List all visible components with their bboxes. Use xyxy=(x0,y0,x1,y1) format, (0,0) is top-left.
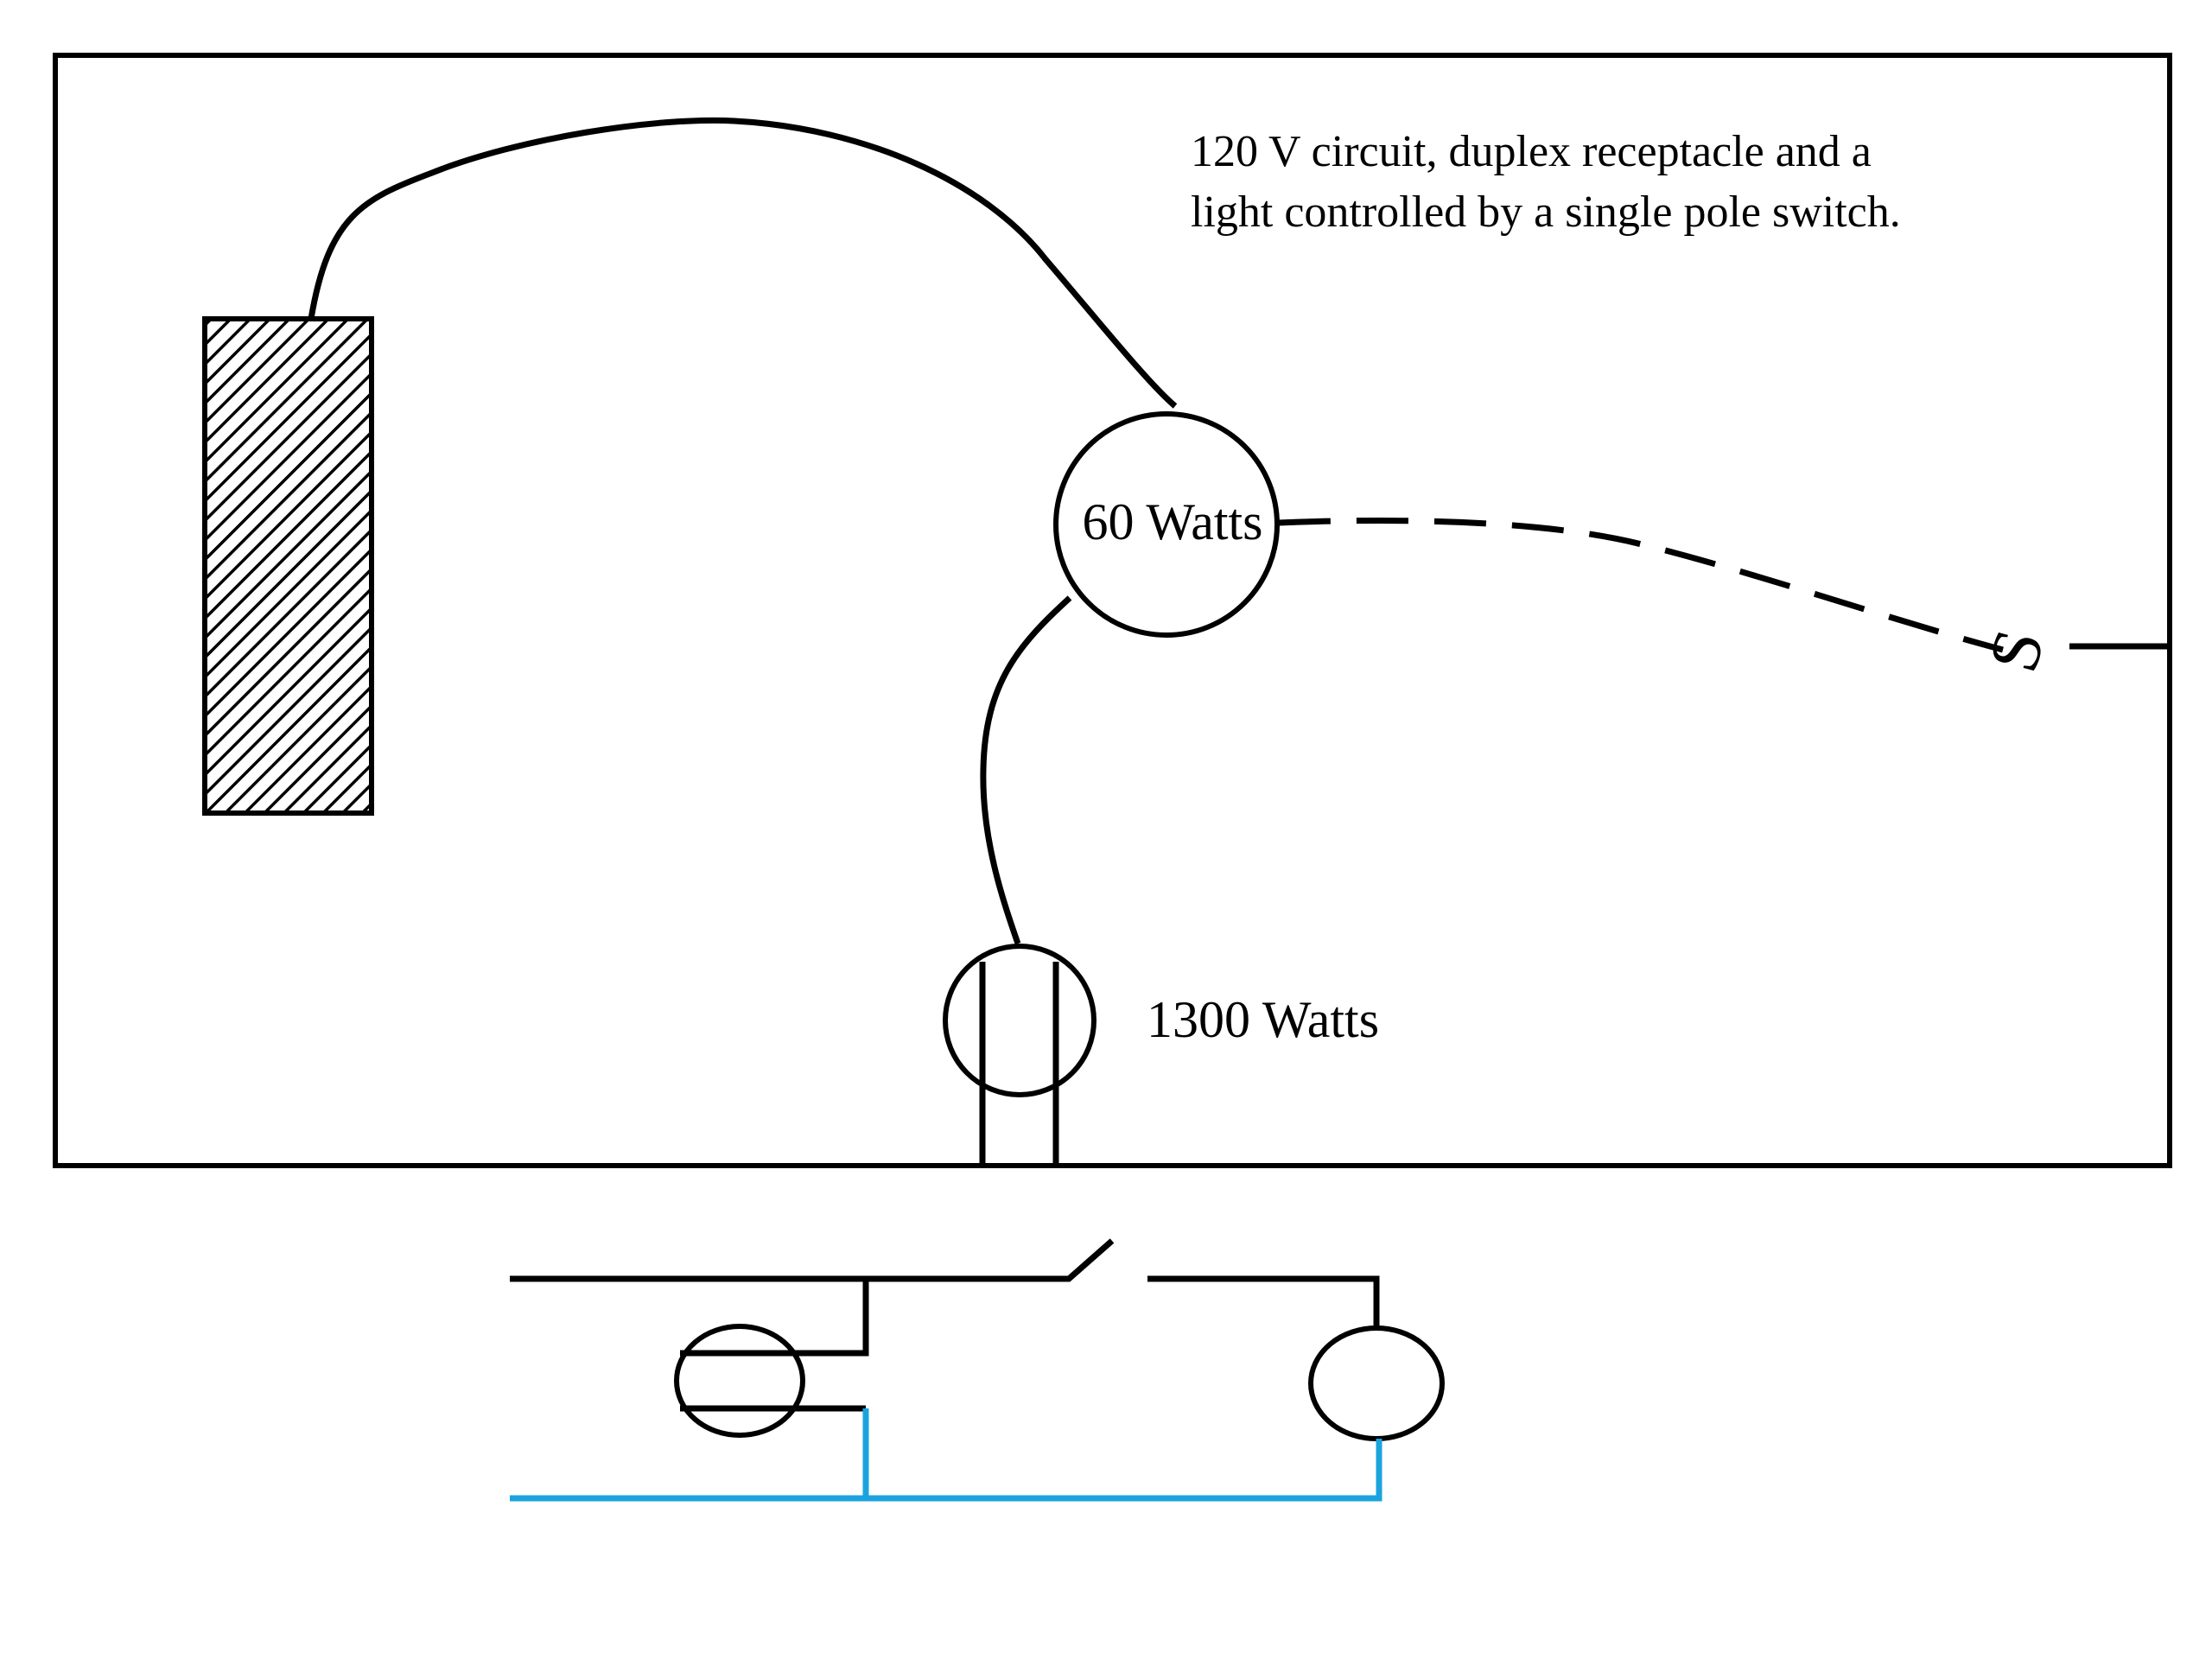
switch-symbol: S xyxy=(1974,621,2060,680)
circuit-description-line-1: 120 V circuit, duplex receptacle and a xyxy=(1191,127,1872,176)
schematic-neutral-wire xyxy=(510,1439,1382,1502)
schematic-hot-wire xyxy=(510,1238,1115,1282)
circuit-description-line-2: light controlled by a single pole switch… xyxy=(1191,188,1901,237)
duplex-receptacle xyxy=(943,944,1096,1097)
receptacle-wattage-label: 1300 Watts xyxy=(1147,991,1379,1048)
electrical-panel xyxy=(202,316,374,816)
schematic-receptacle-hot-tap xyxy=(680,1279,869,1357)
switch-leg-dashed xyxy=(1278,518,2004,653)
schematic-hot-wire-load xyxy=(1147,1275,1380,1326)
panel-to-light-wire xyxy=(308,117,1178,409)
light-wattage-label: 60 Watts xyxy=(1082,493,1262,550)
light-to-receptacle-wire xyxy=(980,595,1072,945)
room-outline xyxy=(53,53,2172,1168)
schematic-lamp xyxy=(1308,1325,1445,1441)
schematic-receptacle xyxy=(674,1324,805,1438)
light-fixture xyxy=(1053,411,1280,638)
